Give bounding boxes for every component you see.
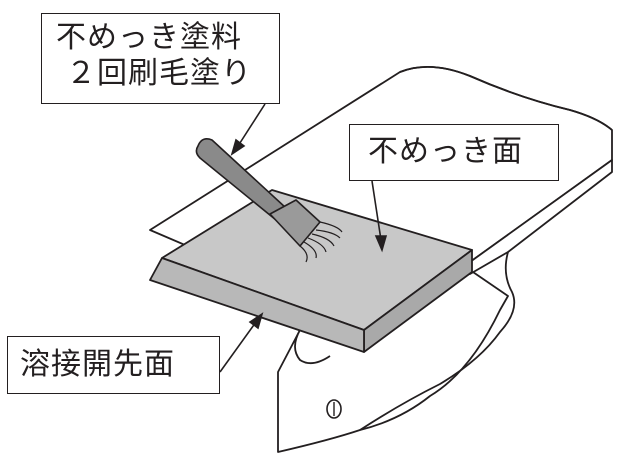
leader-lines (219, 103, 388, 373)
coating-callout: 不めっき塗料 ２回刷毛塗り (41, 13, 280, 104)
coating-callout-line1: 不めっき塗料 (56, 20, 242, 55)
non-plated-surface-label: 不めっき面 (368, 134, 523, 169)
arrowhead-bevel (248, 312, 264, 330)
bevel-plate (149, 189, 473, 353)
coating-callout-line2: ２回刷毛塗り (66, 56, 252, 91)
non-plated-surface-callout: 不めっき面 (349, 124, 559, 181)
plate-bevel-face (149, 257, 365, 353)
arrowhead-nonplated (374, 235, 388, 253)
web-notch (294, 329, 331, 365)
break-line-lower (359, 251, 516, 431)
weld-bevel-surface-label: 溶接開先面 (20, 347, 175, 382)
break-line (399, 65, 613, 131)
arrowhead-coating (230, 138, 246, 156)
leader-bevel (219, 321, 257, 373)
leader-coating (237, 103, 266, 147)
paint-brush-icon (195, 138, 343, 263)
brush-bristles (299, 221, 343, 263)
leader-nonplated (371, 180, 382, 241)
weld-bevel-surface-callout: 溶接開先面 (7, 336, 220, 394)
bolt-hole-icon (326, 399, 342, 419)
